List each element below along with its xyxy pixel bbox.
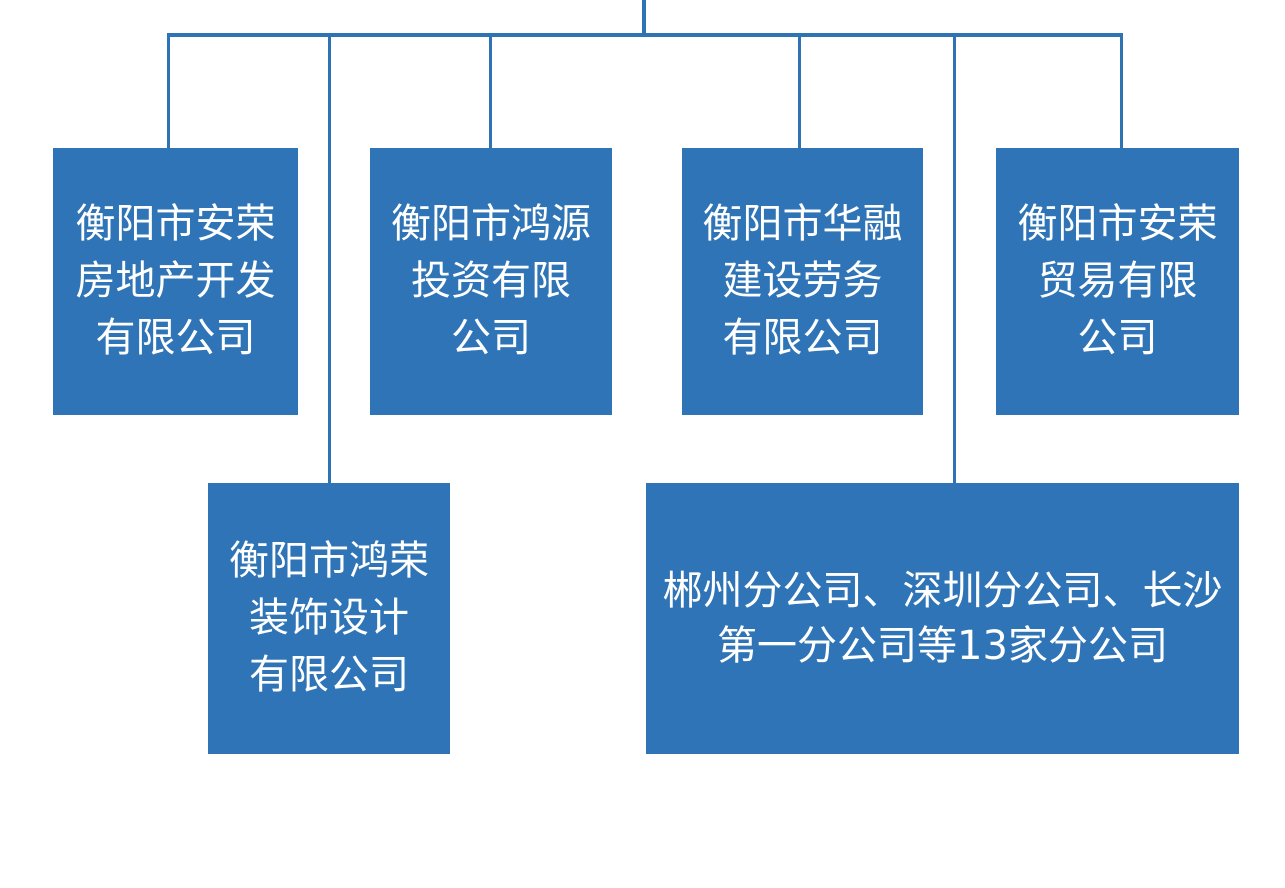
org-node-label-line: 建设劳务	[722, 258, 883, 304]
connector-drop-branch-companies	[953, 33, 956, 483]
org-node-label-line: 有限公司	[722, 315, 883, 361]
org-node-anrong-trading: 衡阳市安荣 贸易有限 公司	[996, 148, 1239, 415]
connector-drop-huarong-construction	[798, 33, 801, 148]
org-node-label-line: 郴州分公司、深圳分公司、长沙	[662, 567, 1223, 614]
connector-root-stub	[642, 0, 646, 37]
org-node-label-line: 衡阳市安荣	[75, 201, 276, 247]
connector-drop-hongrong-decoration	[328, 33, 331, 483]
org-node-label-line: 装饰设计	[249, 595, 409, 641]
connector-drop-anrong-real-estate	[167, 33, 170, 148]
org-node-label-line: 有限公司	[95, 315, 256, 361]
org-node-huarong-construction-labor: 衡阳市华融 建设劳务 有限公司	[682, 148, 923, 415]
connector-drop-hongyuan-investment	[489, 33, 492, 148]
connector-drop-anrong-trading	[1120, 33, 1123, 148]
org-node-label-line: 衡阳市鸿荣	[229, 538, 429, 584]
org-node-label-line: 投资有限	[411, 258, 571, 304]
org-node-label-line: 房地产开发	[75, 258, 276, 304]
org-node-hongrong-decoration-design: 衡阳市鸿荣 装饰设计 有限公司	[208, 483, 450, 754]
org-node-hongyuan-investment: 衡阳市鸿源 投资有限 公司	[370, 148, 612, 415]
org-node-label-line: 衡阳市安荣	[1017, 201, 1218, 247]
org-node-anrong-real-estate: 衡阳市安荣 房地产开发 有限公司	[53, 148, 298, 415]
org-node-label-line: 贸易有限	[1037, 258, 1198, 304]
org-node-label-line: 有限公司	[249, 652, 409, 698]
connector-horizontal-bar	[167, 33, 1123, 37]
org-node-label-line: 衡阳市鸿源	[391, 201, 591, 247]
org-node-branch-companies: 郴州分公司、深圳分公司、长沙 第一分公司等13家分公司	[646, 483, 1239, 754]
org-node-label-line: 第一分公司等13家分公司	[717, 622, 1168, 669]
org-node-label-line: 衡阳市华融	[702, 201, 903, 247]
org-node-label-line: 公司	[1077, 315, 1158, 361]
org-node-label-line: 公司	[451, 315, 531, 361]
